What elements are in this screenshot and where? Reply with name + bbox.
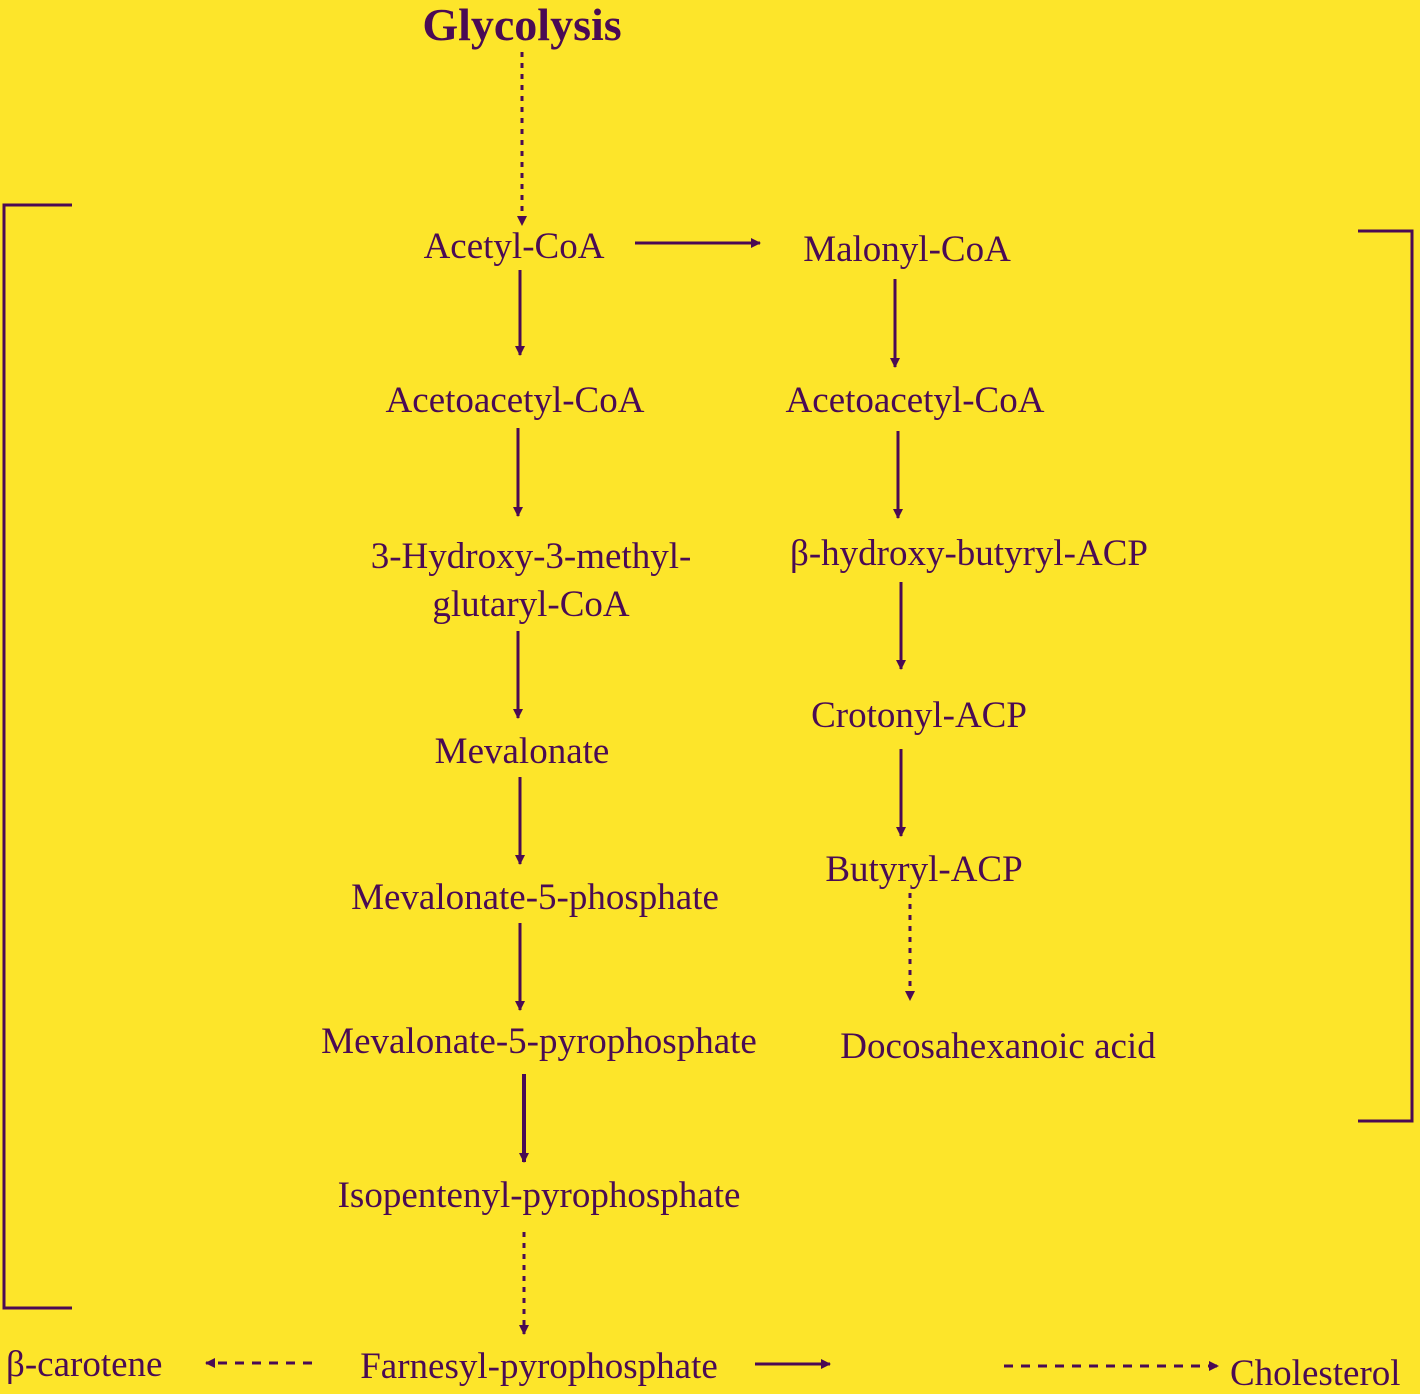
label-hmg-coa-line2: glutaryl-CoA (432, 584, 630, 625)
label-docosahexanoic-acid: Docosahexanoic acid (840, 1026, 1156, 1067)
label-acetyl-coa: Acetyl-CoA (423, 226, 605, 267)
label-malonyl-coa: Malonyl-CoA (803, 229, 1011, 270)
label-acetoacetyl-coa-left: Acetoacetyl-CoA (385, 380, 645, 421)
label-isopentenyl-pyrophosphate: Isopentenyl-pyrophosphate (337, 1175, 741, 1216)
label-beta-carotene: β-carotene (6, 1344, 163, 1385)
label-acetoacetyl-coa-right: Acetoacetyl-CoA (785, 380, 1045, 421)
label-crotonyl-acp: Crotonyl-ACP (811, 695, 1027, 736)
label-cholesterol: Cholesterol (1230, 1353, 1401, 1394)
label-mevalonate-5-phosphate: Mevalonate-5-phosphate (351, 877, 719, 918)
label-mevalonate: Mevalonate (434, 731, 610, 772)
title-glycolysis: Glycolysis (422, 0, 622, 50)
label-mevalonate-5-pyrophosphate: Mevalonate-5-pyrophosphate (321, 1021, 757, 1062)
right-bracket (1358, 229, 1414, 1123)
label-butyryl-acp: Butyryl-ACP (825, 849, 1023, 890)
label-beta-hydroxy-butyryl-acp: β-hydroxy-butyryl-ACP (790, 533, 1148, 574)
left-bracket (2, 203, 72, 1310)
label-hmg-coa-line1: 3-Hydroxy-3-methyl- (370, 536, 692, 577)
label-farnesyl-pyrophosphate: Farnesyl-pyrophosphate (360, 1346, 718, 1387)
